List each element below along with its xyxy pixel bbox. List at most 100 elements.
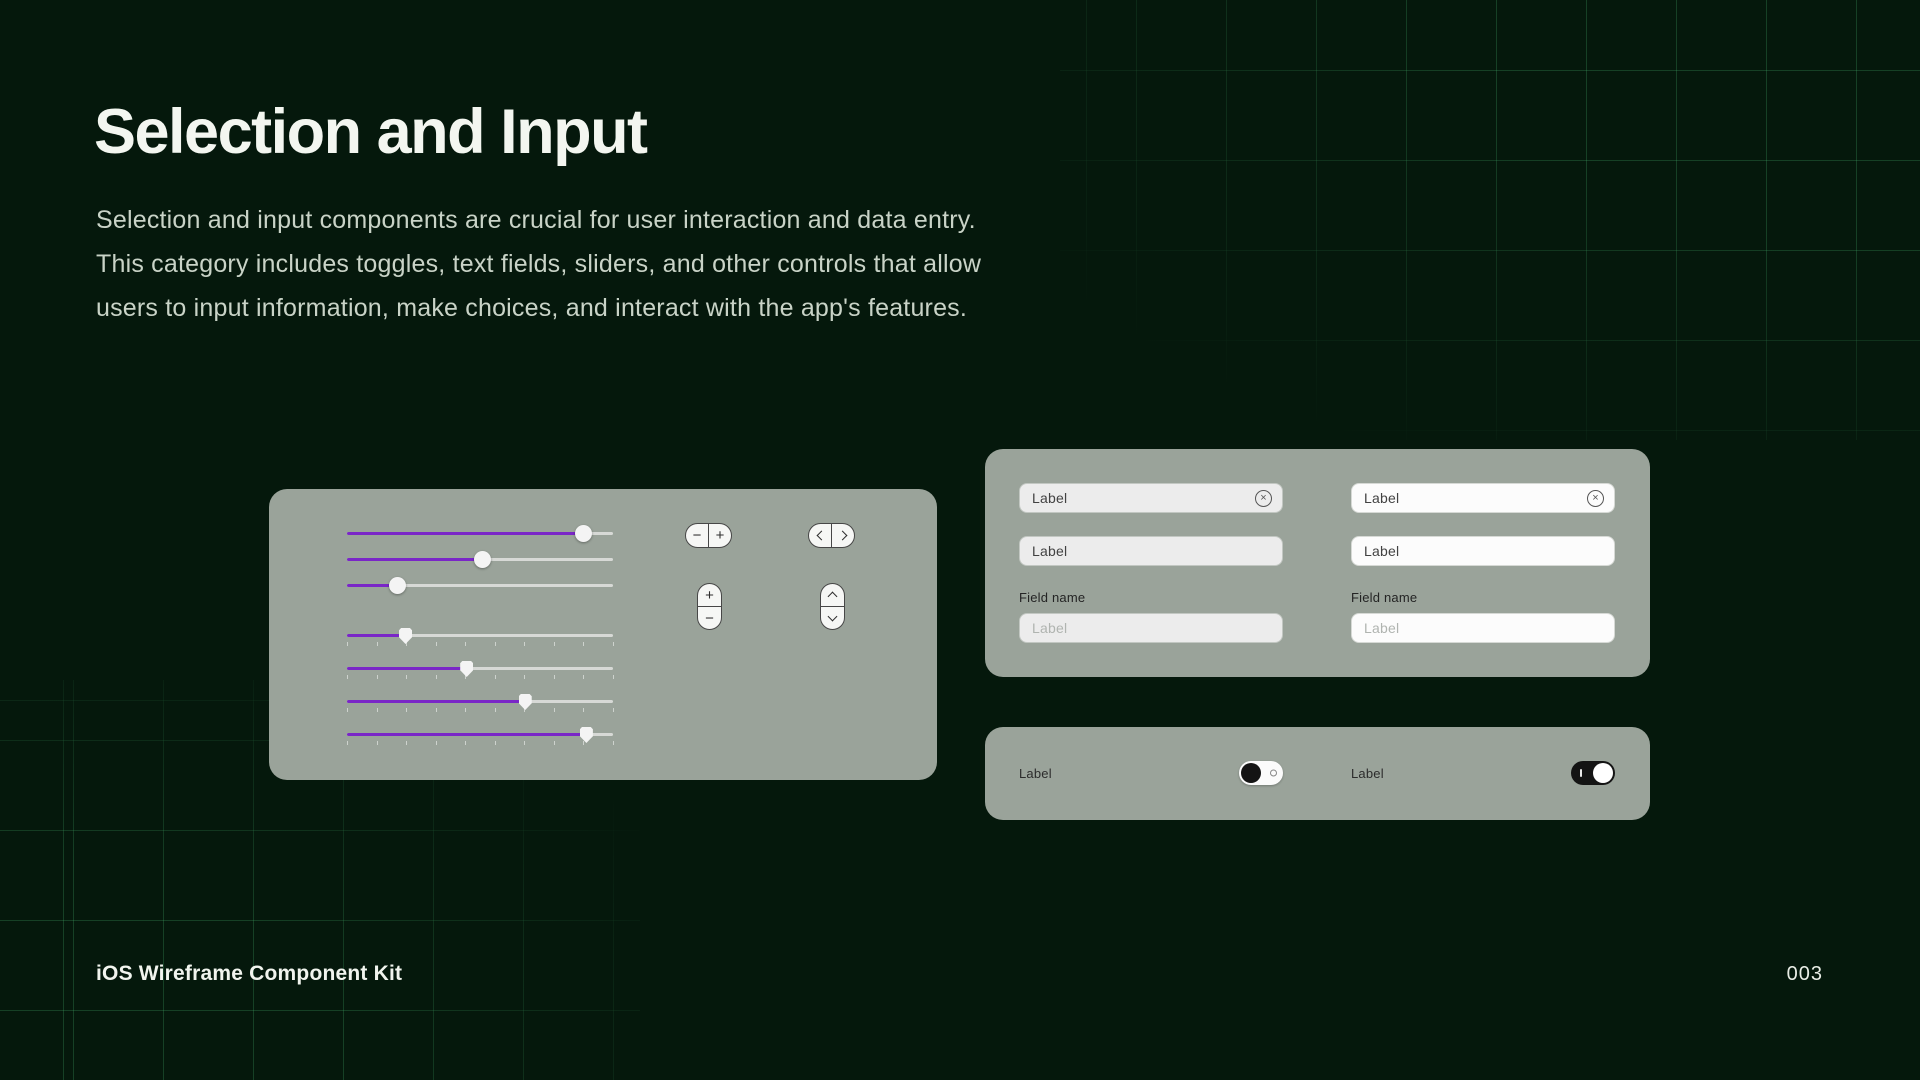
text-field[interactable]: Label	[1019, 613, 1283, 643]
tick-mark	[613, 708, 614, 712]
stepper-chevron-horizontal[interactable]	[808, 523, 855, 548]
tick-mark	[465, 708, 467, 712]
slider-track[interactable]	[347, 634, 613, 637]
slider-track[interactable]	[347, 532, 613, 535]
sliders-panel: − + + −	[269, 489, 937, 780]
tick-mark	[347, 708, 348, 712]
tick-mark	[376, 708, 378, 712]
slider-fill	[347, 634, 406, 637]
stepper-down-button[interactable]	[821, 606, 844, 629]
stepper-increment-button[interactable]: +	[698, 584, 721, 606]
tick-mark	[553, 741, 555, 745]
tick-mark	[524, 708, 526, 712]
stepper-next-button[interactable]	[831, 524, 854, 547]
stepper-minus-plus[interactable]: − +	[685, 523, 732, 548]
text-field[interactable]: Label	[1019, 536, 1283, 566]
slider-thumb[interactable]	[460, 661, 474, 677]
slider-thumb[interactable]	[399, 628, 413, 644]
description-line: users to input information, make choices…	[96, 294, 968, 322]
field-value: Label	[1364, 490, 1400, 506]
background-grid-top-right	[1060, 0, 1920, 440]
field-value: Label	[1032, 490, 1068, 506]
footer-page-number: 003	[1786, 963, 1823, 985]
tick-mark	[435, 708, 437, 712]
field-placeholder: Label	[1364, 620, 1400, 636]
toggle-knob[interactable]	[1593, 763, 1613, 783]
slider-thumb[interactable]	[579, 727, 593, 743]
slider-ticked[interactable]	[347, 693, 614, 715]
text-field[interactable]: Label	[1351, 613, 1615, 643]
slider-fill	[347, 700, 526, 703]
description-line: This category includes toggles, text fie…	[96, 250, 982, 278]
slider-ticked[interactable]	[347, 627, 614, 649]
tick-mark	[494, 741, 496, 745]
stepper-decrement-button[interactable]: −	[686, 524, 708, 547]
tick-mark	[583, 675, 585, 679]
toggle-knob[interactable]	[1241, 763, 1261, 783]
slider-ticked[interactable]	[347, 726, 614, 748]
stepper-plus-minus-vertical[interactable]: + −	[697, 583, 722, 630]
slider-fill	[347, 584, 398, 587]
tick-mark	[376, 675, 378, 679]
toggle-switch[interactable]	[1571, 761, 1615, 785]
slider-ticks	[347, 741, 614, 746]
slider-track[interactable]	[347, 584, 613, 587]
tick-mark	[465, 741, 467, 745]
toggles-panel: Label Label	[985, 727, 1650, 820]
slider-round[interactable]	[347, 577, 613, 599]
tick-mark	[347, 675, 348, 679]
stepper-chevron-vertical[interactable]	[820, 583, 845, 630]
slider-track[interactable]	[347, 700, 613, 703]
toggle-switch[interactable]	[1239, 761, 1283, 785]
tick-mark	[553, 708, 555, 712]
tick-mark	[347, 741, 348, 745]
text-field[interactable]: Label ×	[1019, 483, 1283, 513]
tick-mark	[406, 708, 408, 712]
page-description: Selection and input components are cruci…	[96, 198, 981, 330]
slider-thumb[interactable]	[389, 577, 407, 594]
clear-button[interactable]: ×	[1255, 489, 1272, 507]
tick-mark	[583, 741, 585, 745]
stepper-previous-button[interactable]	[809, 524, 831, 547]
plus-icon: +	[705, 586, 714, 604]
tick-mark	[406, 675, 408, 679]
stepper-decrement-button[interactable]: −	[698, 606, 721, 629]
stepper-up-button[interactable]	[821, 584, 844, 606]
slider-round[interactable]	[347, 551, 613, 573]
tick-mark	[435, 675, 437, 679]
slider-thumb[interactable]	[518, 694, 532, 710]
description-line: Selection and input components are cruci…	[96, 206, 976, 234]
stepper-increment-button[interactable]: +	[708, 524, 731, 547]
slider-round[interactable]	[347, 525, 613, 547]
slider-fill	[347, 733, 587, 736]
x-circle-icon: ×	[1260, 491, 1267, 504]
toggle-on-indicator-icon	[1580, 769, 1582, 777]
tick-mark	[583, 708, 585, 712]
tick-mark	[553, 642, 555, 646]
tick-mark	[613, 642, 614, 646]
slider-fill	[347, 558, 483, 561]
text-field[interactable]: Label	[1351, 536, 1615, 566]
tick-mark	[524, 675, 526, 679]
tick-mark	[435, 642, 437, 646]
slider-fill	[347, 532, 584, 535]
slider-track[interactable]	[347, 667, 613, 670]
tick-mark	[494, 642, 496, 646]
slider-thumb[interactable]	[474, 551, 492, 568]
minus-icon: −	[705, 609, 714, 627]
chevron-left-icon	[816, 530, 826, 541]
slider-ticked[interactable]	[347, 660, 614, 682]
clear-button[interactable]: ×	[1587, 489, 1604, 507]
slider-track[interactable]	[347, 733, 613, 736]
tick-mark	[465, 675, 467, 679]
plus-icon: +	[715, 527, 725, 544]
tick-mark	[406, 642, 408, 646]
field-value: Label	[1364, 543, 1400, 559]
text-field[interactable]: Label ×	[1351, 483, 1615, 513]
slider-ticks	[347, 675, 614, 680]
slider-fill	[347, 667, 467, 670]
x-circle-icon: ×	[1592, 491, 1599, 504]
slider-thumb[interactable]	[575, 525, 593, 542]
chevron-down-icon	[827, 611, 838, 622]
footer-kit-name: iOS Wireframe Component Kit	[96, 962, 403, 985]
